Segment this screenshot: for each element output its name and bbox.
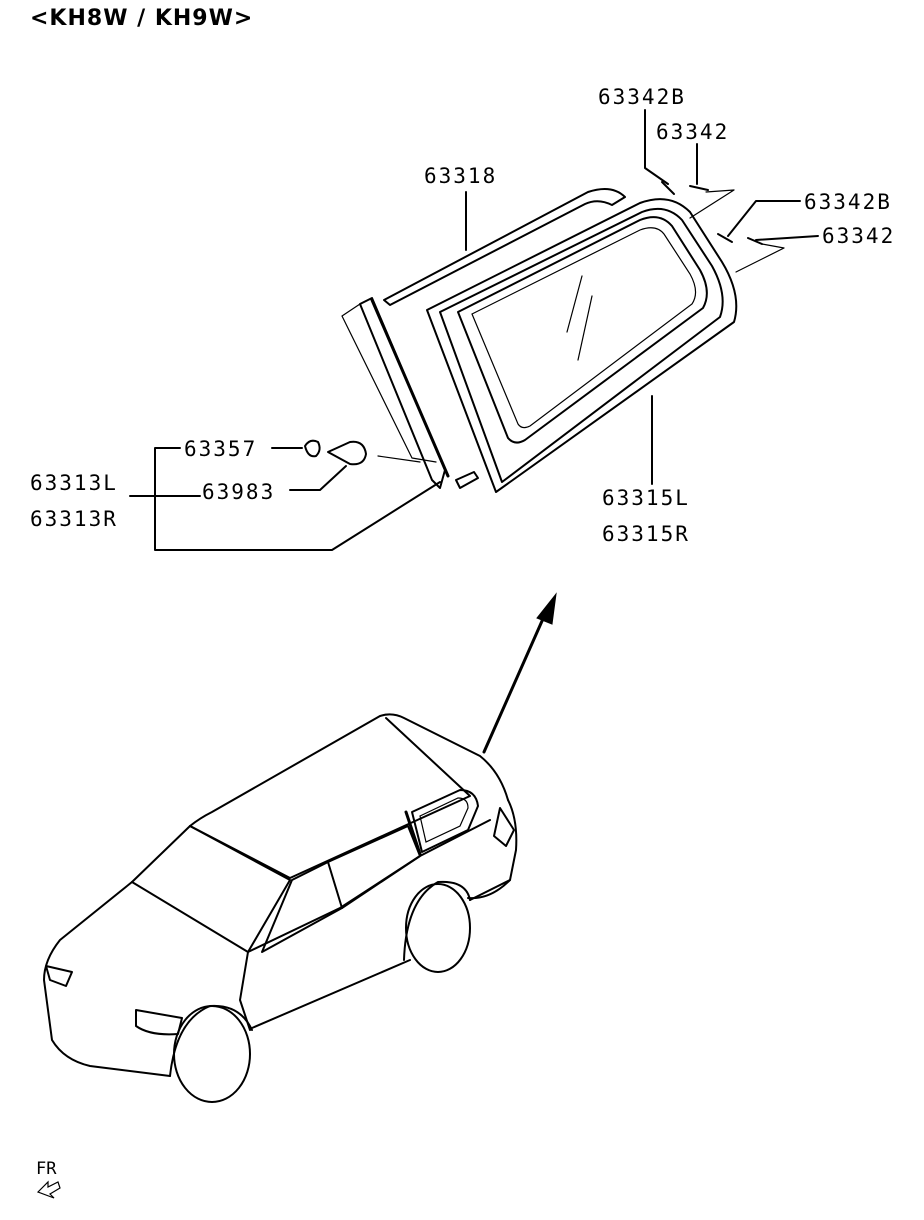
diagram-title: <KH8W / KH9W> (30, 6, 254, 31)
pillar-trim-phantom (341, 303, 437, 463)
label-63342b-right: 63342B (804, 190, 892, 214)
vehicle-illustration (43, 713, 518, 1103)
quarter-glass-pane (457, 216, 708, 444)
label-63315l: 63315L (602, 486, 690, 510)
label-63342-top: 63342 (656, 120, 729, 144)
label-63313r: 63313R (30, 507, 118, 531)
fr-label: FR (36, 1159, 57, 1179)
label-63315r: 63315R (602, 522, 690, 546)
location-arrow (482, 592, 557, 754)
vehicle-rear-wheel (405, 883, 471, 973)
label-63983: 63983 (202, 480, 275, 504)
vehicle-roof (131, 713, 509, 883)
spacer-piece (455, 471, 479, 489)
quarter-glass-frame-inner (439, 207, 724, 483)
weatherstrip-63318 (383, 187, 626, 306)
vehicle-windshield (131, 825, 291, 953)
quarter-glass-frame (426, 198, 738, 493)
fastener-guide-line (377, 455, 421, 463)
part-63342-top (689, 185, 709, 191)
vehicle-quarter-glass (411, 789, 479, 853)
clip-63357 (304, 439, 321, 458)
vehicle-headlight (135, 1009, 183, 1036)
part-63342-right (747, 237, 763, 245)
parts-guide-lines (689, 189, 785, 273)
vehicle-front-wheel (173, 1005, 251, 1103)
pillar-trim-63313 (359, 297, 446, 489)
front-direction-marker: FR (36, 1159, 61, 1199)
leader-lines (129, 109, 819, 551)
fastener-63983 (327, 440, 367, 466)
label-63318: 63318 (424, 164, 497, 188)
vehicle-pillar (404, 810, 422, 856)
label-63342b-top: 63342B (598, 85, 686, 109)
quarter-glass-pane-inner (471, 227, 697, 429)
vehicle-body (43, 881, 171, 1077)
label-63313l: 63313L (30, 471, 118, 495)
pillar-trim-edge (370, 298, 450, 478)
fr-arrow-icon (36, 1180, 61, 1199)
label-63342-right: 63342 (822, 224, 895, 248)
label-63357: 63357 (184, 437, 257, 461)
glass-reflection (566, 275, 593, 361)
quarter-glass-assembly (304, 181, 785, 493)
part-63342b-top (661, 181, 675, 195)
part-63342b-right (717, 233, 733, 243)
